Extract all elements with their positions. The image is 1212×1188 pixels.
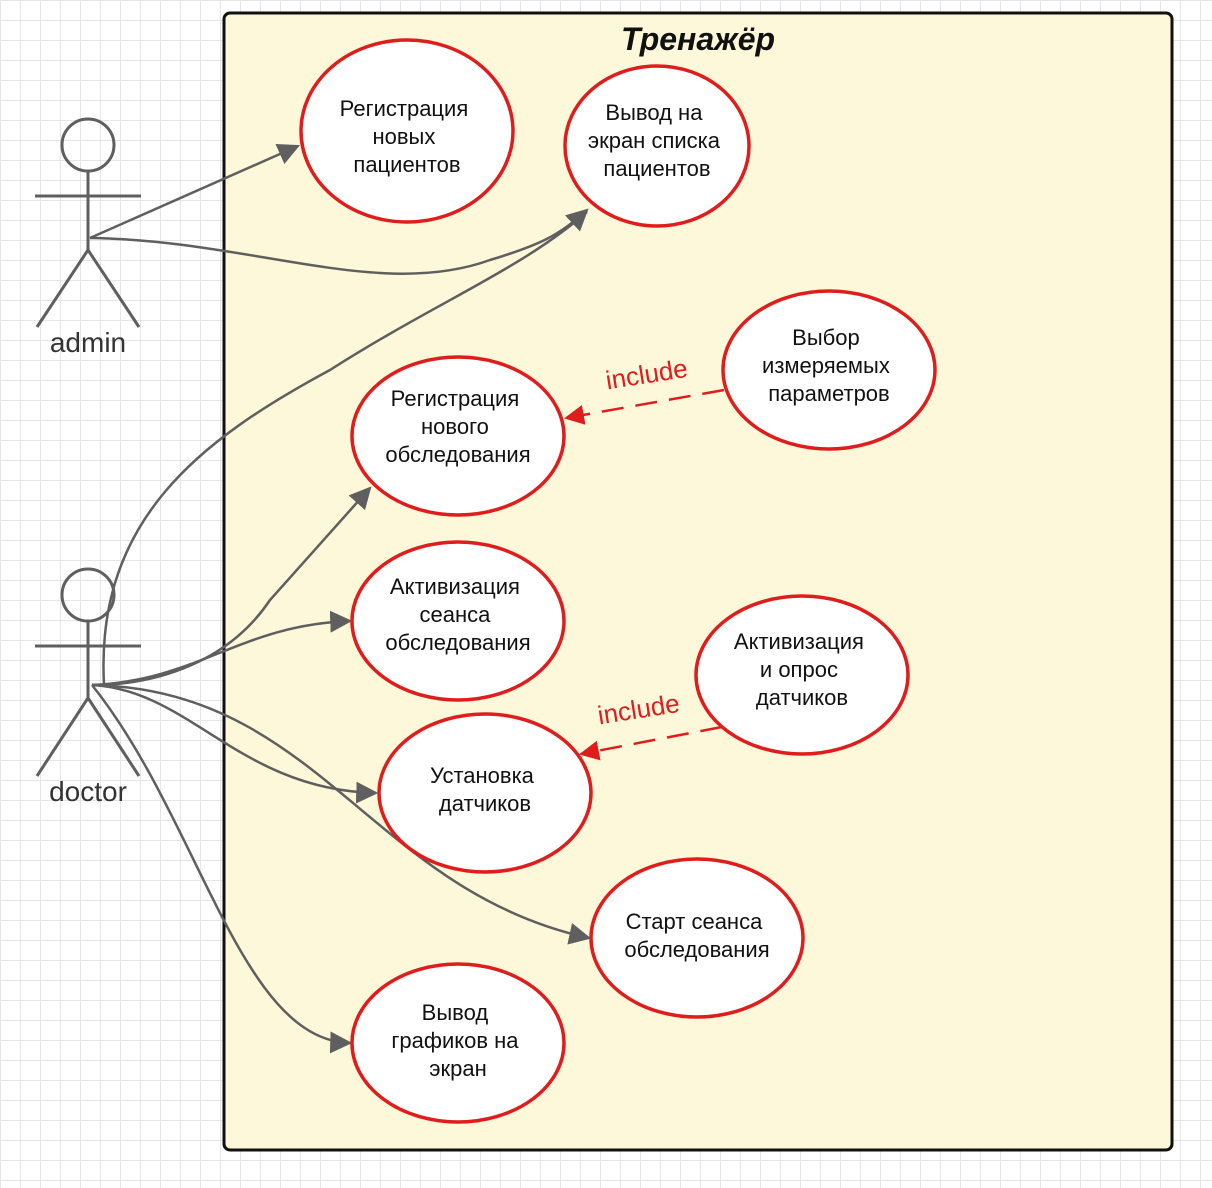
edge-doctor-activate-session <box>91 610 353 687</box>
usecase-line: обследования <box>624 937 769 962</box>
usecase-ellipse <box>589 857 805 1019</box>
usecase-line: Установка <box>430 763 535 788</box>
usecase-label: Выбор измеряемых параметров <box>762 325 896 406</box>
actor-admin-leg-right <box>86 249 141 328</box>
usecase-line: сеанса <box>420 602 492 627</box>
usecase-line: Активизация <box>390 574 520 599</box>
usecase-ellipse <box>350 962 566 1124</box>
usecase-line: Старт сеанса <box>626 909 764 934</box>
actor-admin-label: admin <box>50 327 126 358</box>
usecase-line: нового <box>421 414 489 439</box>
usecase-ellipse <box>350 355 566 517</box>
usecase-label: Регистрация нового обследования <box>385 386 530 467</box>
usecase-show-graphs: Вывод графиков на экран <box>350 962 566 1124</box>
edge-doctor-list-patients <box>102 211 588 686</box>
usecase-line: параметров <box>768 381 889 406</box>
edge-doctor-show-graphs <box>91 684 353 1054</box>
actor-admin-head <box>60 117 116 173</box>
actor-doctor-head <box>60 567 116 623</box>
usecase-start-session: Старт сеанса обследования <box>589 857 805 1019</box>
usecase-label: Старт сеанса обследования <box>624 909 769 962</box>
usecase-line: и опрос <box>760 657 838 682</box>
usecase-activate-sensors: Активизация и опрос датчиков <box>694 594 910 756</box>
usecase-label: Вывод на экран списка пациентов <box>588 100 726 181</box>
usecase-ellipse <box>694 594 910 756</box>
usecase-line: Регистрация <box>340 96 469 121</box>
usecase-choose-params: Выбор измеряемых параметров <box>721 289 937 451</box>
usecase-line: Активизация <box>734 629 864 654</box>
edge-admin-list-patients <box>89 208 589 275</box>
usecase-activate-session: Активизация сеанса обследования <box>350 540 566 702</box>
usecase-line: датчиков <box>756 685 848 710</box>
usecase-ellipse <box>299 38 515 224</box>
usecase-line: Регистрация <box>391 386 520 411</box>
usecase-ellipse <box>721 289 937 451</box>
actor-admin: admin <box>35 117 141 358</box>
actor-doctor-label: doctor <box>49 776 127 807</box>
include-activate-sensors-install-sensors <box>579 725 723 761</box>
usecase-line: измеряемых <box>762 353 890 378</box>
include-choose-params-reg-exam <box>564 388 725 425</box>
actor-admin-leg-left <box>35 249 90 328</box>
usecase-install-sensors: Установка датчиков <box>377 712 593 874</box>
actor-doctor-leg-right <box>86 697 141 777</box>
usecase-line: экран списка <box>588 128 721 153</box>
usecase-label: Активизация и опрос датчиков <box>734 629 870 710</box>
actor-doctor-leg-left <box>35 697 90 777</box>
usecase-line: Вывод <box>422 1000 489 1025</box>
actor-doctor: doctor <box>35 567 141 807</box>
relations: include include <box>89 143 725 1054</box>
usecase-reg-patients: Регистрация новых пациентов <box>299 38 515 224</box>
edge-doctor-start-session <box>91 683 592 945</box>
usecase-line: экран <box>429 1056 486 1081</box>
edge-admin-reg-patients <box>89 143 301 240</box>
usecase-line: обследования <box>385 630 530 655</box>
usecase-reg-exam: Регистрация нового обследования <box>350 355 566 517</box>
system-title: Тренажёр <box>621 21 775 57</box>
usecase-line: Вывод на <box>605 100 703 125</box>
usecase-list-patients: Вывод на экран списка пациентов <box>563 64 751 228</box>
usecase-line: графиков на <box>391 1028 519 1053</box>
usecase-label: Установка датчиков <box>430 763 540 816</box>
usecase-line: датчиков <box>439 791 531 816</box>
usecase-ellipse <box>563 64 751 228</box>
edge-doctor-install-sensors <box>91 683 379 804</box>
usecase-line: пациентов <box>603 156 710 181</box>
usecase-line: обследования <box>385 442 530 467</box>
usecase-line: новых <box>372 124 435 149</box>
usecase-line: пациентов <box>353 152 460 177</box>
usecase-ellipse <box>350 540 566 702</box>
usecase-label: Регистрация новых пациентов <box>340 96 475 177</box>
usecase-line: Выбор <box>792 325 860 350</box>
usecase-label: Вывод графиков на экран <box>391 1000 524 1081</box>
usecase-ellipse <box>377 712 593 874</box>
usecase-label: Активизация сеанса обследования <box>385 574 530 655</box>
